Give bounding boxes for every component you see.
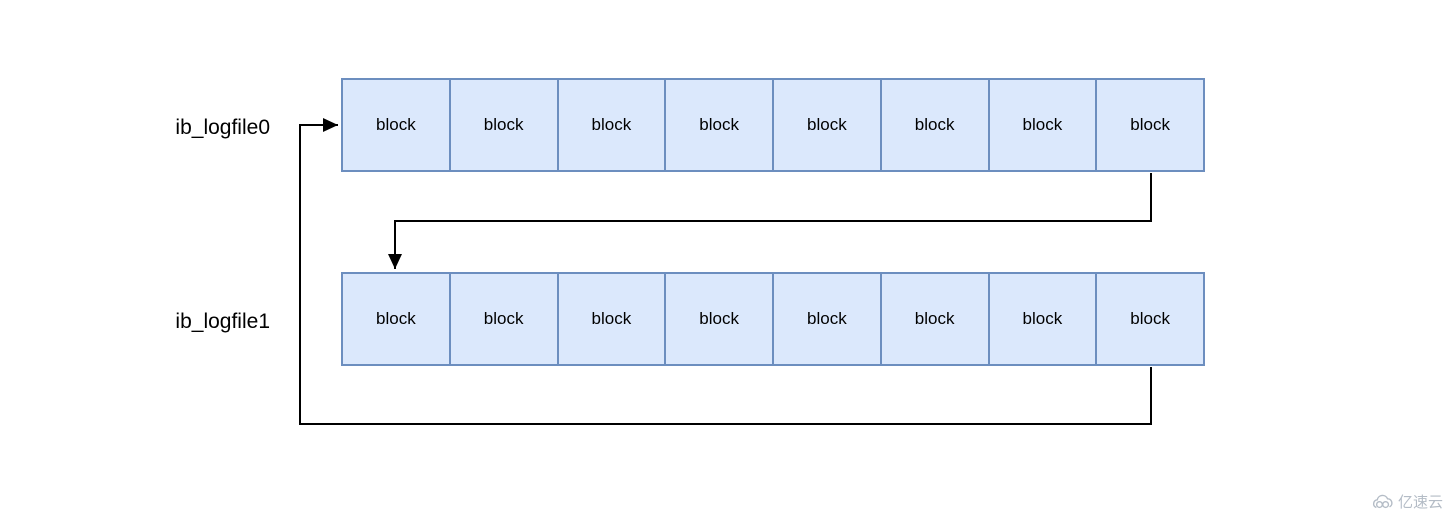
block-cell: block [772, 274, 880, 364]
block-cell: block [448, 80, 557, 170]
logfile0-label: ib_logfile0 [175, 116, 270, 139]
connector-logfile0-to-logfile1 [388, 173, 1152, 269]
block-cell: block [879, 80, 988, 170]
block-cell: block [556, 80, 665, 170]
block-cell: block [1095, 80, 1203, 170]
block-cell: block [772, 80, 880, 170]
watermark-text: 亿速云 [1397, 494, 1443, 511]
yisu-cloud-logo-icon [1371, 494, 1395, 511]
block-cell: block [987, 80, 1096, 170]
block-cell: block [664, 274, 772, 364]
block-cell: block [448, 274, 557, 364]
block-cell: block [376, 115, 416, 134]
logfile1-label: ib_logfile1 [175, 310, 270, 333]
block-cell: block [664, 80, 772, 170]
logfile0-block-row: block block block block block block bloc… [341, 78, 1205, 172]
block-cell: block [987, 274, 1096, 364]
logfile1-block-row: block block block block block block bloc… [341, 272, 1205, 366]
watermark: 亿速云 [1371, 494, 1443, 511]
block-cell: block [556, 274, 665, 364]
block-cell: block [879, 274, 988, 364]
block-cell: block [376, 309, 416, 328]
block-cell: block [1095, 274, 1203, 364]
